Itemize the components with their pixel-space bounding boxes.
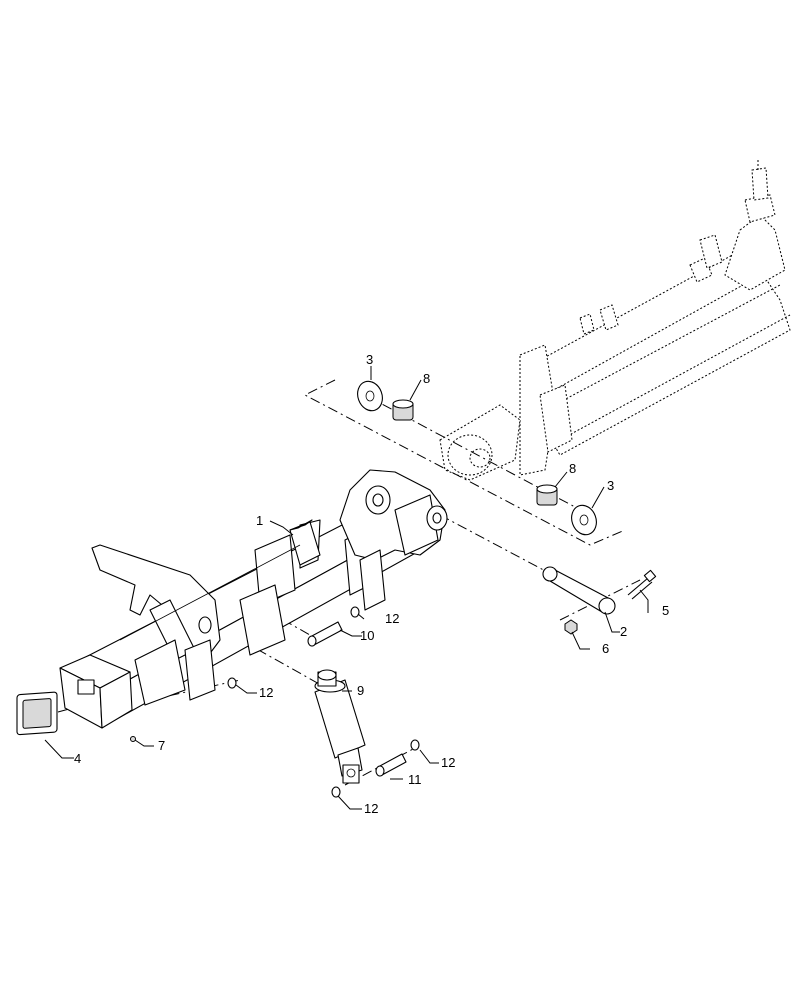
reflector-plate <box>16 691 58 736</box>
clip-12a <box>350 606 360 618</box>
washer-upper <box>357 380 383 412</box>
callout-3-lower: 3 <box>607 478 614 493</box>
callout-labels: 1 2 3 3 4 5 6 7 8 8 9 10 11 12 12 12 12 <box>74 352 669 816</box>
callout-8-upper: 8 <box>423 371 430 386</box>
main-frame <box>59 469 448 729</box>
callout-12b: 12 <box>259 685 273 700</box>
callout-12a: 12 <box>385 611 399 626</box>
leader-lines <box>44 366 649 810</box>
hydraulic-cylinder <box>314 669 366 784</box>
phantom-frame-arm <box>439 160 791 481</box>
callout-12d: 12 <box>364 801 378 816</box>
callout-1: 1 <box>256 513 263 528</box>
bolt <box>627 569 657 600</box>
callout-12c: 12 <box>441 755 455 770</box>
nut <box>564 619 578 635</box>
callout-2: 2 <box>620 624 627 639</box>
callout-8-lower: 8 <box>569 461 576 476</box>
washer-lower <box>571 504 597 536</box>
callout-5: 5 <box>662 603 669 618</box>
pin-10 <box>307 621 343 647</box>
bushing-lower <box>536 484 558 506</box>
small-pin <box>130 736 136 742</box>
bushing-upper <box>392 399 414 421</box>
callout-9: 9 <box>357 683 364 698</box>
callout-6: 6 <box>602 641 609 656</box>
pivot-pin <box>542 566 616 615</box>
clip-12b <box>227 677 237 689</box>
callout-3-upper: 3 <box>366 352 373 367</box>
callout-10: 10 <box>360 628 374 643</box>
clip-12c <box>410 739 420 751</box>
callout-11: 11 <box>408 772 422 787</box>
callout-7: 7 <box>158 738 165 753</box>
callout-4: 4 <box>74 751 81 766</box>
clip-12d <box>331 786 341 798</box>
pin-11 <box>375 753 407 777</box>
